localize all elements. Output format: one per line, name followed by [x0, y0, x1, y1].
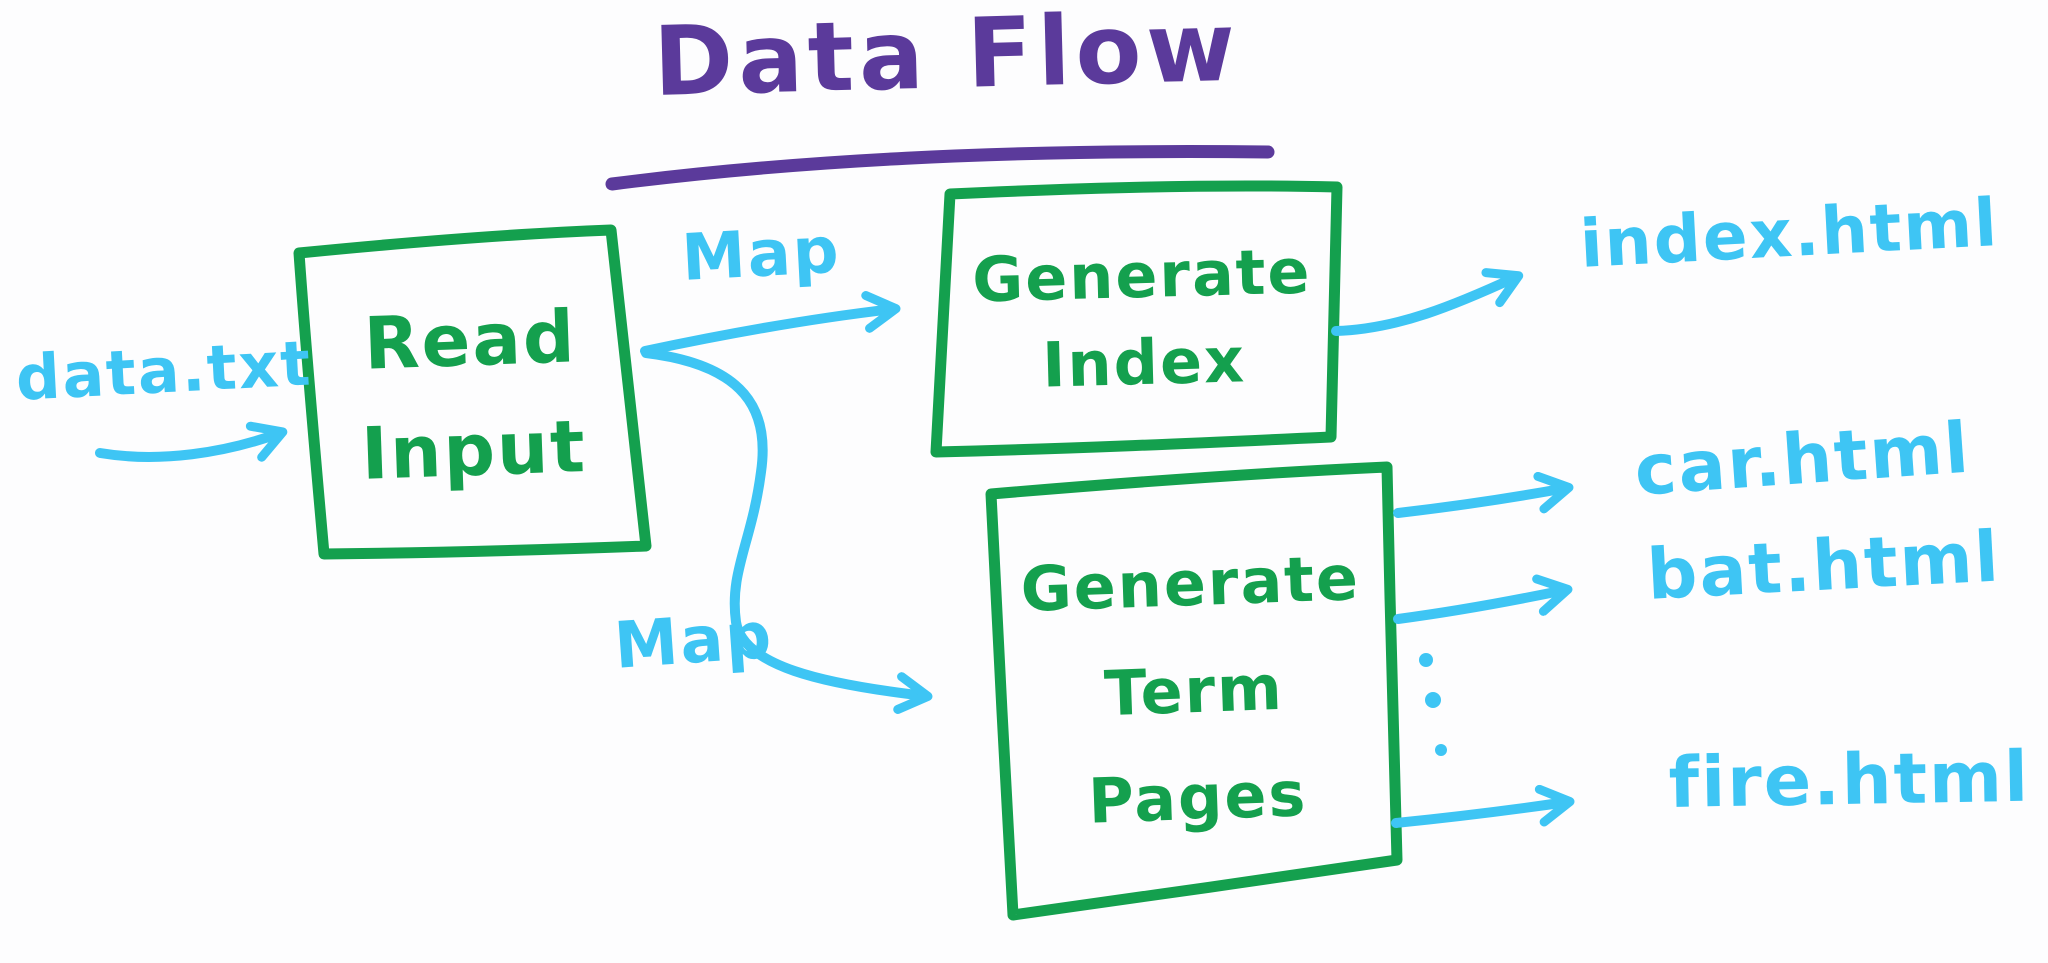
more-outputs-ellipsis: [1419, 653, 1447, 756]
node-box-generate-term-pages: [985, 461, 1403, 921]
arrow-to-bat-html: [1393, 574, 1573, 624]
edge-label-map-top: Map: [680, 213, 843, 296]
node-box-read-input: [293, 224, 652, 560]
arrow-to-index-html: [1331, 268, 1524, 336]
edge-label-map-bottom: Map: [612, 598, 776, 684]
ellipsis-dot: [1435, 744, 1447, 756]
node-generate-term-pages-line-3: Pages: [1087, 756, 1309, 838]
node-read-input-line-2: Input: [359, 404, 588, 496]
arrow-to-car-html: [1393, 471, 1574, 518]
node-generate-term-pages: Generate Term Pages: [989, 465, 1400, 915]
node-box-generate-index: [930, 180, 1343, 458]
arrow-data-to-read-input: [95, 421, 288, 462]
title-underline: [605, 145, 1275, 191]
node-generate-index-line-1: Generate: [971, 234, 1313, 317]
node-generate-index-line-2: Index: [1041, 323, 1247, 402]
output-label-fire-html: fire.html: [1668, 735, 2031, 824]
ellipsis-dot: [1419, 653, 1433, 667]
node-read-input-line-1: Read: [362, 294, 578, 386]
diagram-title: Data Flow: [652, 0, 1242, 118]
ellipsis-dot: [1425, 692, 1441, 708]
node-generate-index: Generate Index: [947, 189, 1339, 449]
node-generate-term-pages-line-2: Term: [1103, 650, 1285, 730]
arrow-map-to-generate-index: [640, 291, 901, 356]
node-generate-term-pages-line-1: Generate: [1019, 540, 1362, 626]
arrow-map-to-generate-term-pages: [641, 348, 933, 714]
input-file-label: data.txt: [14, 326, 314, 415]
node-read-input: Read Input: [297, 236, 647, 554]
arrow-to-fire-html: [1391, 784, 1575, 828]
